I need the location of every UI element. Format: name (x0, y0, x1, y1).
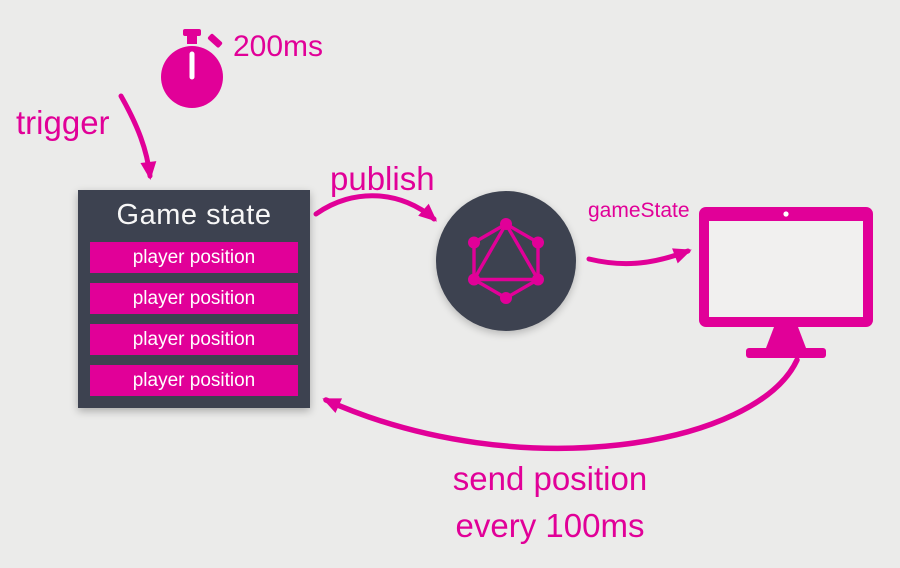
trigger-label: trigger (16, 104, 110, 141)
monitor-icon (699, 207, 873, 358)
gamestate-event-label: gameState (588, 199, 690, 222)
return-label-line1: send position (452, 460, 648, 497)
player-position-row: player position (90, 365, 298, 396)
return-label-line2: every 100ms (455, 506, 645, 544)
gamestate-arrow (586, 248, 692, 267)
trigger-arrow (118, 93, 157, 180)
publish-arrow (313, 193, 438, 222)
publish-label: publish (330, 160, 435, 197)
return-arrow (322, 357, 800, 452)
stopwatch-icon (161, 29, 223, 108)
timer-200ms-label: 200ms (233, 30, 324, 63)
player-position-row: player position (90, 242, 298, 273)
player-position-row: player position (90, 324, 298, 355)
player-position-row: player position (90, 283, 298, 314)
return-arrow-label: send position every 100ms (378, 456, 722, 550)
graphql-logo-icon (468, 218, 544, 304)
game-state-box: Game state player position player positi… (78, 190, 310, 408)
game-state-title: Game state (116, 199, 272, 231)
graphql-node (436, 191, 576, 331)
